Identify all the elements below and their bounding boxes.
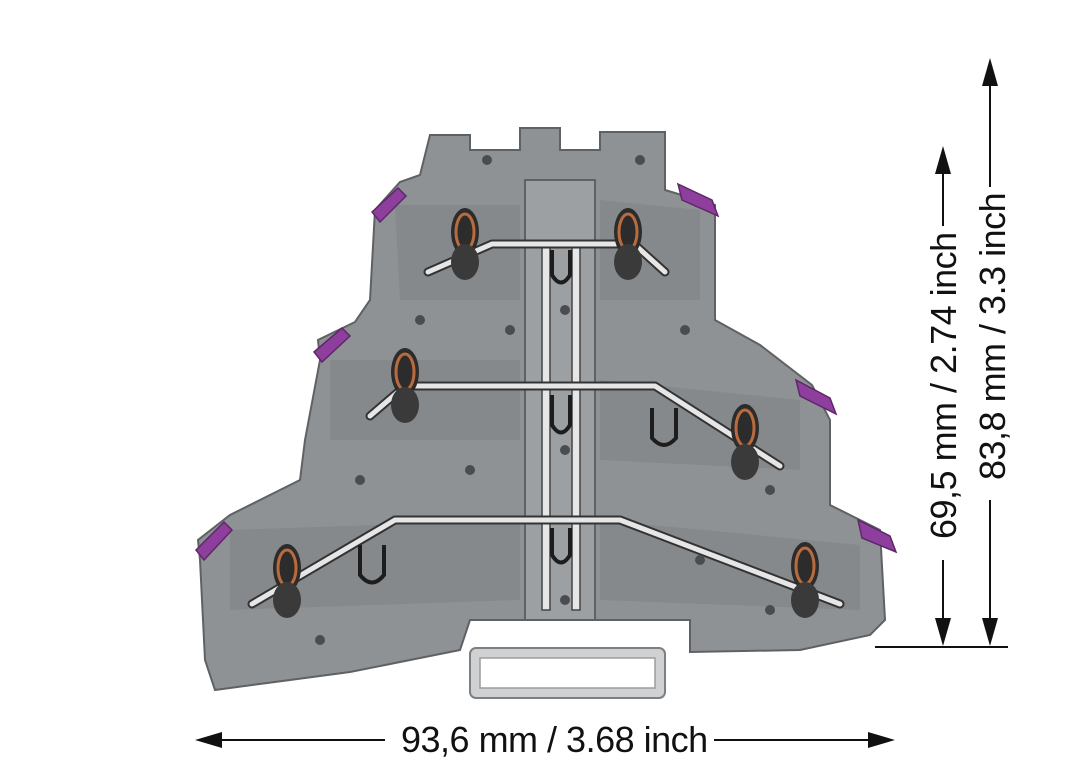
jumper-springs xyxy=(358,250,678,585)
clamp-middle-left xyxy=(391,348,419,423)
inner-height-dimension-label: 69,5 mm / 2.74 inch xyxy=(923,226,964,545)
lever-middle-right xyxy=(794,378,838,416)
clamp-bottom-left xyxy=(273,544,301,618)
lever-top-right xyxy=(676,182,720,218)
outer-height-dimension-label: 83,8 mm / 3.3 inch xyxy=(972,186,1013,486)
lever-bottom-left xyxy=(194,520,234,562)
lever-middle-left xyxy=(312,326,352,364)
center-channel xyxy=(524,179,596,621)
dimension-lines xyxy=(195,58,1008,748)
clamp-middle-right xyxy=(731,404,759,480)
lever-top-left xyxy=(370,186,408,224)
clamp-top-left xyxy=(451,208,479,280)
lever-bottom-right xyxy=(856,518,898,554)
busbars xyxy=(247,239,845,609)
clamp-bottom-right xyxy=(791,542,819,618)
din-rail-foot xyxy=(469,647,666,699)
spring-clamps xyxy=(273,208,819,618)
clamp-top-right xyxy=(614,208,642,280)
housing-details xyxy=(315,155,775,645)
push-levers xyxy=(194,182,898,562)
width-dimension-label: 93,6 mm / 3.68 inch xyxy=(395,722,714,758)
